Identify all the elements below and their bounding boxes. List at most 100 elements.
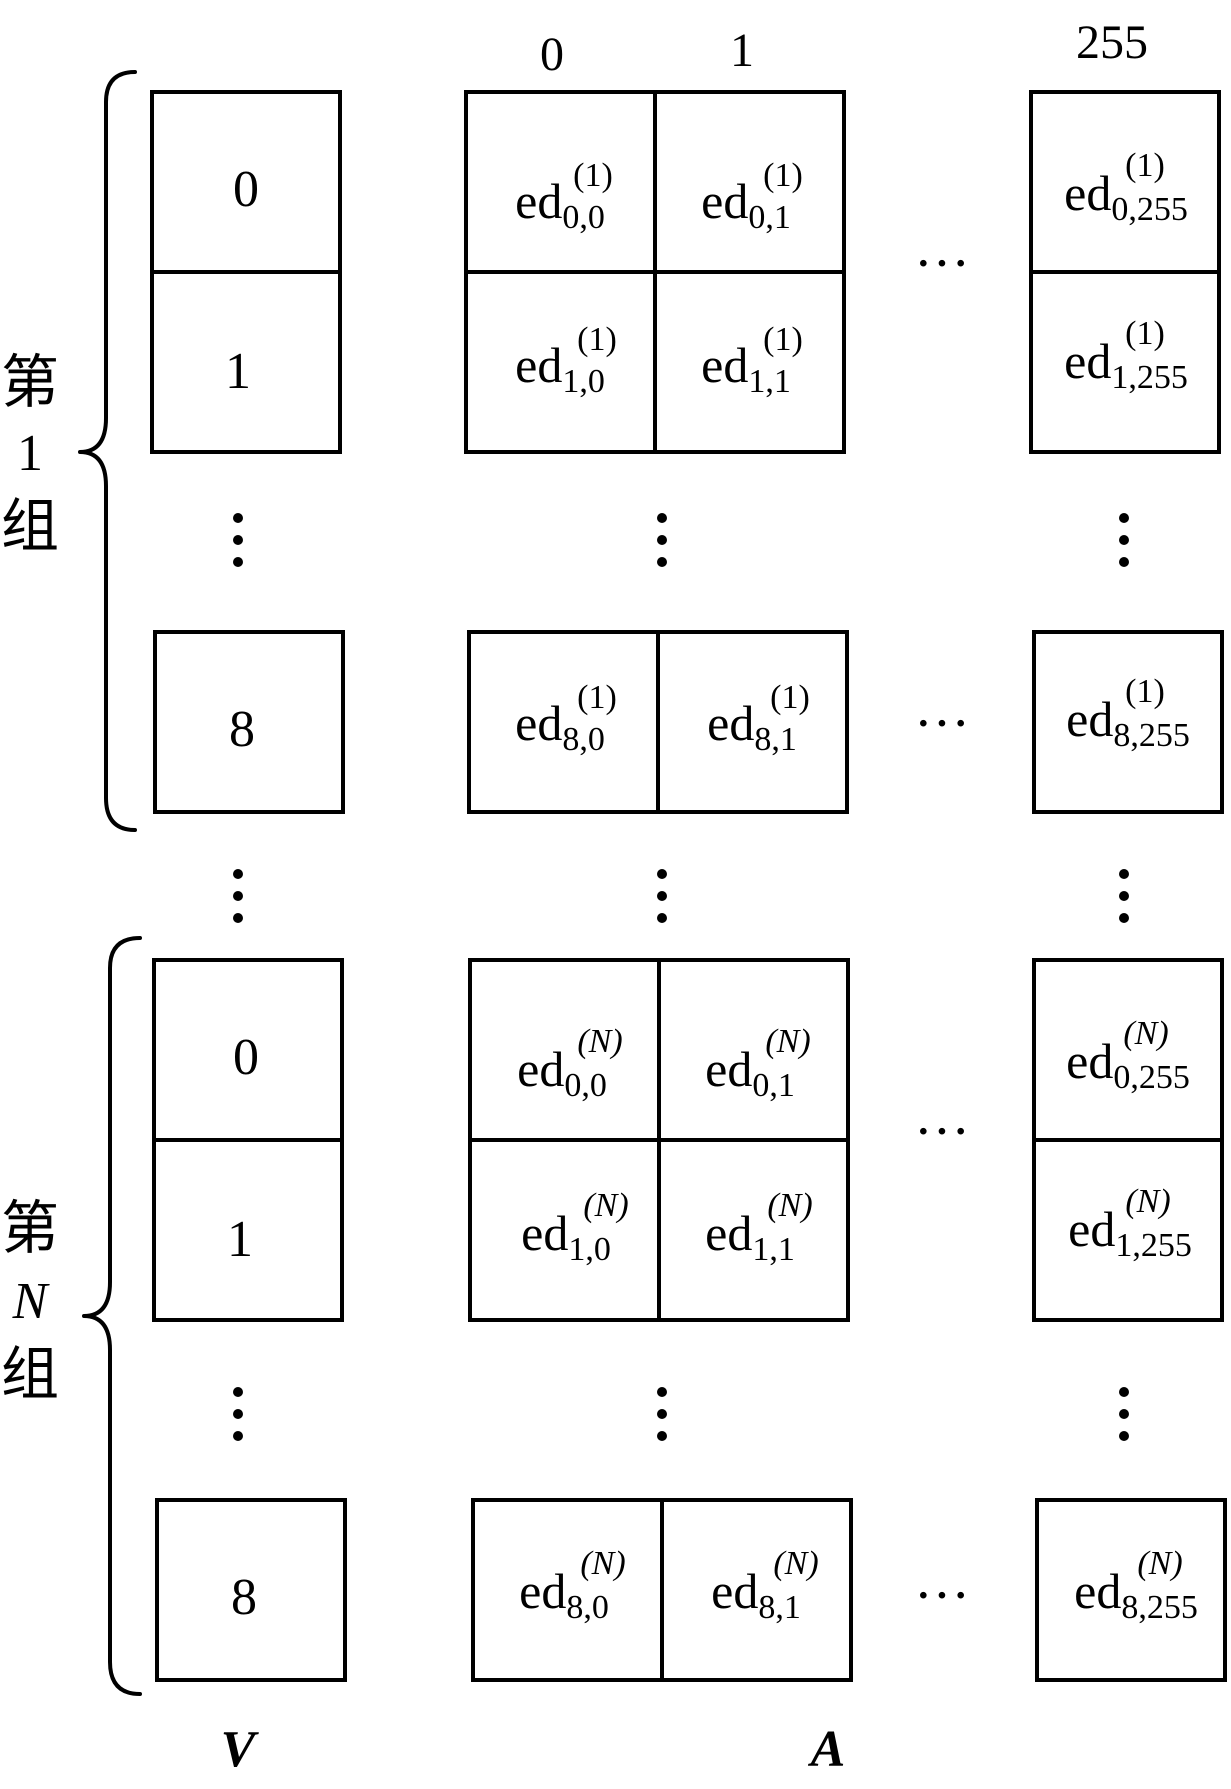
horizontal-ellipsis: ··· [914,693,970,755]
matrix-cell: ed0,1 [705,1041,795,1104]
v-cell [152,958,344,1142]
cell-index-row: 8 [754,721,771,758]
vertical-ellipsis [1119,1387,1129,1441]
cell-symbol: ed [515,337,562,393]
matrix-cell: ed8,0 [519,1563,609,1626]
cell-index-col: 1 [780,721,797,758]
v-row-label: 1 [227,1211,253,1268]
cell-symbol: ed [705,1205,752,1261]
vertical-ellipsis [233,1387,243,1441]
v-cell [153,630,345,814]
cell-index-col: 255 [1139,717,1190,754]
group-n: 第 N 组 0 1 8 ed0,0 (N) ed0,1 (N) ed0,255 … [1,936,1227,1696]
cell-index-sep: , [1132,1227,1141,1264]
cell-index-col: 255 [1137,359,1188,396]
cell-index-sep: , [581,1067,590,1104]
cell-index-row: 1 [752,1231,769,1268]
group-1-brace [78,70,137,832]
v-row-label: 0 [233,161,259,218]
matrix-cell: ed8,255 [1074,1563,1198,1626]
cell-index-col: 0 [590,1067,607,1104]
cell-superscript: (1) [763,157,803,194]
cell-symbol: ed [1066,691,1113,747]
matrix-cell: ed0,255 [1066,1033,1190,1096]
cell-index-row: 8 [566,1589,583,1626]
cell-superscript: (N) [767,1187,812,1224]
cell-symbol: ed [711,1563,758,1619]
vertical-ellipsis [1119,513,1129,567]
matrix-cell: ed1,1 [701,337,791,400]
cell-symbol: ed [1068,1201,1115,1257]
v-cell [152,1138,344,1322]
group-n-label-bottom: 组 [1,1342,59,1407]
cell-index-row: 8 [758,1589,775,1626]
cell-index-sep: , [775,1589,784,1626]
cell-index-sep: , [1128,359,1137,396]
group-n-label-mid: N [12,1273,51,1330]
cell-superscript: (1) [770,679,810,716]
matrix-cell: ed0,1 [701,173,791,236]
cell-index-col: 255 [1139,1059,1190,1096]
horizontal-ellipsis: ··· [914,1565,970,1627]
cell-index-sep: , [1130,1059,1139,1096]
cell-index-row: 0 [564,1067,581,1104]
cell-superscript: (1) [577,321,617,358]
cell-index-sep: , [1130,717,1139,754]
cell-index-sep: , [579,363,588,400]
cell-superscript: (1) [763,321,803,358]
cell-index-sep: , [585,1231,594,1268]
cell-index-row: 1 [1111,359,1128,396]
cell-index-row: 0 [1113,1059,1130,1096]
cell-superscript: (N) [583,1187,628,1224]
vertical-ellipsis [1119,869,1129,923]
cell-superscript: (N) [1137,1545,1182,1582]
cell-index-sep: , [765,363,774,400]
cell-index-sep: , [769,1067,778,1104]
v-cell [155,1498,347,1682]
matrix-cell: ed8,0 [515,695,605,758]
cell-index-col: 0 [588,363,605,400]
group-n-label-top: 第 [1,1196,59,1261]
cell-index-col: 255 [1141,1227,1192,1264]
group-1-label-bottom: 组 [1,494,59,559]
matrix-cell: ed8,255 [1066,691,1190,754]
cell-superscript: (1) [1125,147,1165,184]
cell-symbol: ed [707,695,754,751]
cell-index-row: 1 [568,1231,585,1268]
matrix-cell: ed0,0 [515,173,605,236]
v-axis-label: V [221,1721,260,1778]
v-row-label: 8 [229,701,255,758]
cell-index-sep: , [579,199,588,236]
cell-index-col: 255 [1147,1589,1198,1626]
cell-symbol: ed [515,695,562,751]
cell-index-sep: , [769,1231,778,1268]
v-row-label: 1 [225,343,251,400]
cell-symbol: ed [1074,1563,1121,1619]
cell-symbol: ed [701,337,748,393]
cell-superscript: (1) [1125,673,1165,710]
a-block [1035,1498,1227,1682]
matrix-cell: ed1,0 [515,337,605,400]
cell-index-row: 1 [562,363,579,400]
cell-superscript: (N) [577,1023,622,1060]
column-header-1: 1 [730,24,754,77]
cell-symbol: ed [519,1563,566,1619]
group-1-label-mid: 1 [17,425,43,482]
cell-superscript: (N) [765,1023,810,1060]
a-axis-label: A [808,1721,846,1778]
cell-superscript: (N) [580,1545,625,1582]
cell-superscript: (1) [573,157,613,194]
cell-superscript: (1) [577,679,617,716]
cell-symbol: ed [517,1041,564,1097]
vertical-ellipsis [657,869,667,923]
cell-symbol: ed [1064,333,1111,389]
cell-symbol: ed [515,173,562,229]
cell-index-col: 1 [778,1067,795,1104]
matrix-cell: ed1,255 [1068,1201,1192,1264]
cell-index-col: 0 [594,1231,611,1268]
group-n-brace [82,936,142,1696]
cell-index-row: 8 [1113,717,1130,754]
cell-index-col: 1 [778,1231,795,1268]
cell-superscript: (N) [1123,1015,1168,1052]
